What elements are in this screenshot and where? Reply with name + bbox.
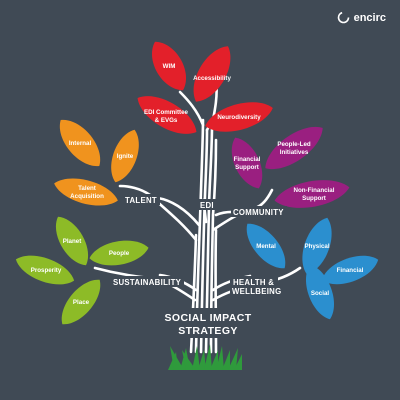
leaf-accessibility xyxy=(184,39,240,109)
leaf-label-mental: Mental xyxy=(256,243,276,250)
leaf-label-people-led-1: People-Led xyxy=(277,141,311,148)
branch-label-health-1: HEALTH & xyxy=(233,278,274,287)
leaf-financial-support xyxy=(224,132,270,194)
branch-label-sustainability: SUSTAINABILITY xyxy=(113,278,182,287)
encirc-logo-icon xyxy=(337,11,349,24)
leaf-label-talent-acquisition-1: Talent xyxy=(78,185,96,192)
leaf-people-led xyxy=(257,117,331,179)
leaf-label-wim: WIM xyxy=(163,63,176,70)
brand-logo: encirc xyxy=(337,11,386,24)
leaf-label-prosperity: Prosperity xyxy=(31,267,62,274)
leaf-label-edi-committee-2: & EVGs xyxy=(155,117,178,124)
leaf-label-financial-support-2: Support xyxy=(235,164,259,171)
strategy-title-line1: SOCIAL IMPACT xyxy=(164,312,251,324)
leaf-talent-acquisition xyxy=(51,172,121,212)
leaf-label-talent-acquisition-2: Acquisition xyxy=(70,193,104,200)
branch-labels: TALENT EDI COMMUNITY SUSTAINABILITY HEAL… xyxy=(111,194,287,297)
talent-leaf-group: Internal Ignite Talent Acquisition xyxy=(50,111,146,212)
leaf-label-financial-support-1: Financial xyxy=(234,156,261,163)
leaf-label-ignite: Ignite xyxy=(117,153,134,160)
health-leaf-group: Mental Physical Financial Social xyxy=(238,213,383,324)
branch-label-health-2: WELLBEING xyxy=(232,287,281,296)
leaf-label-place: Place xyxy=(73,299,90,306)
brand-name: encirc xyxy=(353,11,386,24)
strategy-title-line2: STRATEGY xyxy=(178,325,238,337)
branch-label-talent: TALENT xyxy=(125,196,157,205)
leaf-label-financial: Financial xyxy=(337,267,364,274)
leaf-label-non-financial-2: Support xyxy=(302,195,326,202)
leaf-label-people-led-2: Initiatives xyxy=(280,149,309,156)
branch-label-community: COMMUNITY xyxy=(233,208,284,217)
leaf-label-accessibility: Accessibility xyxy=(193,75,231,82)
leaf-label-edi-committee-1: EDI Committee xyxy=(144,109,189,116)
leaf-label-social: Social xyxy=(311,290,330,297)
leaf-label-non-financial-1: Non-Financial xyxy=(294,187,335,194)
leaf-label-people: People xyxy=(109,250,130,257)
branch-label-edi: EDI xyxy=(200,201,214,210)
grass xyxy=(168,344,242,370)
community-leaf-group: Financial Support People-Led Initiatives… xyxy=(224,117,352,214)
leaf-label-physical: Physical xyxy=(304,243,329,250)
leaf-label-planet: Planet xyxy=(63,238,82,245)
edi-leaf-group: WIM Accessibility EDI Committee & EVGs N… xyxy=(131,35,277,144)
sustainability-leaf-group: Planet People Prosperity Place xyxy=(11,210,151,332)
leaf-label-neurodiversity: Neurodiversity xyxy=(217,114,261,121)
leaf-label-internal: Internal xyxy=(69,140,92,147)
